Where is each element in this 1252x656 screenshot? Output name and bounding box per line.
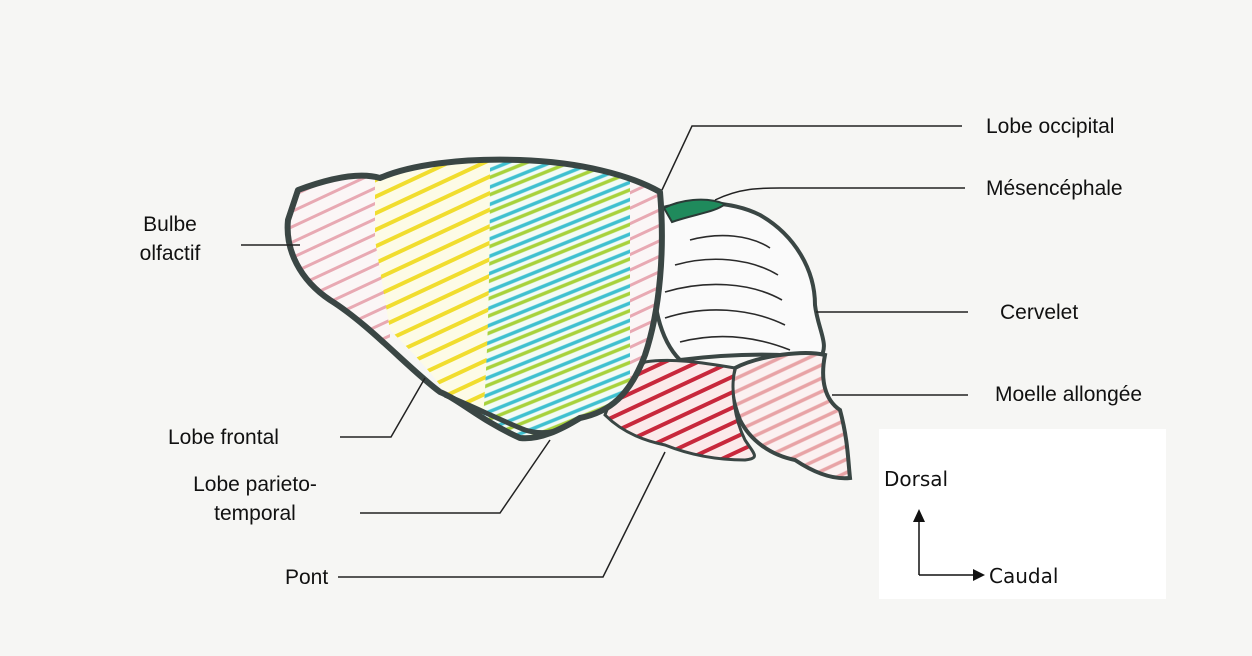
- label-lobe-occipital: Lobe occipital: [986, 112, 1114, 141]
- label-lobe-parieto-temporal: Lobe parieto- temporal: [165, 470, 345, 528]
- label-pont: Pont: [285, 563, 328, 592]
- orientation-caudal: Caudal: [989, 564, 1058, 588]
- label-cervelet: Cervelet: [1000, 298, 1078, 327]
- label-lobe-parieto-line2: temporal: [165, 499, 345, 528]
- label-lobe-parieto-line1: Lobe parieto-: [165, 470, 345, 499]
- label-lobe-frontal: Lobe frontal: [168, 423, 279, 452]
- cervelet-region: [654, 203, 824, 360]
- label-moelle-allongee: Moelle allongée: [995, 380, 1142, 409]
- label-mesencephale: Mésencéphale: [986, 174, 1123, 203]
- label-bulbe-olfactif: Bulbe olfactif: [120, 210, 220, 268]
- orientation-box: Dorsal Caudal: [879, 429, 1166, 599]
